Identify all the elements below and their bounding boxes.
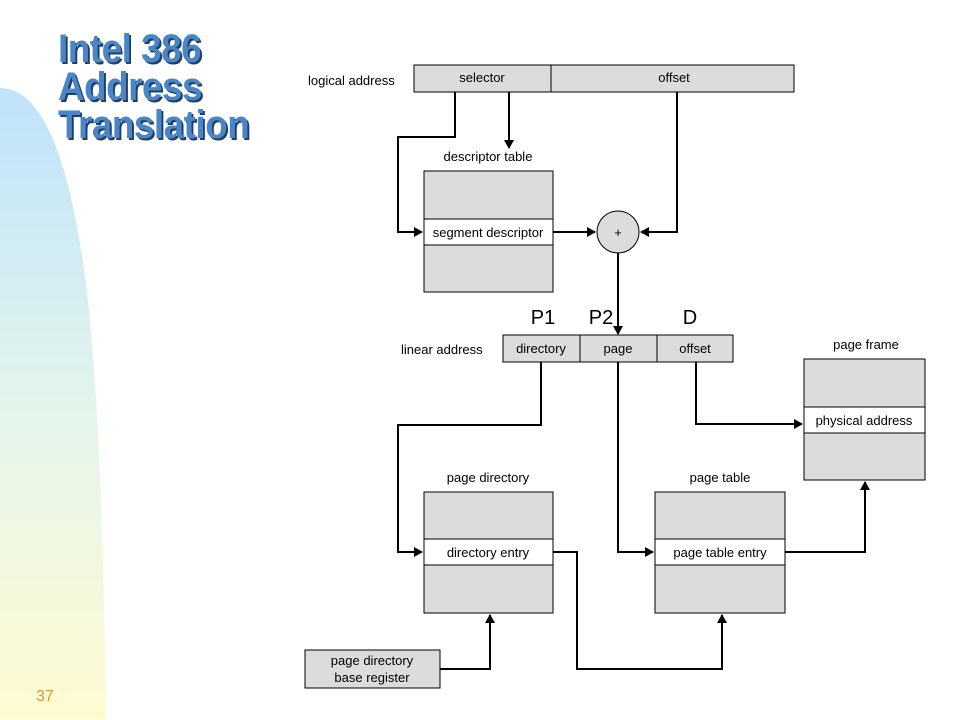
page-directory-base-register — [304, 649, 441, 689]
logical-address-label: logical address — [308, 73, 395, 88]
page-frame-label: page frame — [833, 337, 899, 352]
pdbr-to-page-directory-arrow — [440, 614, 495, 670]
title-line-1: Intel 386 — [58, 27, 202, 71]
page-table-label: page table — [690, 470, 751, 485]
pdbr-line-1: page directory — [331, 653, 414, 668]
linear-offset-field — [656, 334, 734, 363]
page-table-entry-row — [654, 538, 786, 566]
selector-to-table-arrow — [397, 92, 456, 237]
page-label: page — [604, 341, 633, 356]
slide-title: Intel 386 Address Translation — [58, 27, 250, 147]
linear-address-label: linear address — [401, 342, 483, 357]
selector-label: selector — [459, 70, 505, 85]
logical-offset-field — [550, 64, 795, 93]
directory-entry-to-page-table-arrow — [553, 551, 727, 670]
offset-to-adder-arrow — [640, 92, 678, 237]
pdbr-line-2: base register — [334, 670, 410, 685]
page-to-page-table-arrow — [617, 362, 654, 557]
offset-to-physical-arrow — [695, 362, 803, 429]
directory-to-page-directory-arrow — [397, 362, 542, 557]
adder-symbol: + — [614, 225, 622, 240]
segment-descriptor-label: segment descriptor — [433, 225, 544, 240]
directory-label: directory — [516, 341, 566, 356]
page-table-entry-to-frame-arrow — [785, 481, 870, 553]
linear-offset-label: offset — [679, 341, 711, 356]
descriptor-table-label: descriptor table — [444, 149, 533, 164]
physical-address-row — [803, 406, 926, 434]
title-line-3: Translation — [58, 103, 250, 147]
d-label: D — [683, 307, 697, 329]
slide-number: 37 — [36, 688, 54, 705]
page-directory-label: page directory — [447, 470, 530, 485]
logical-offset-label: offset — [658, 70, 690, 85]
title-line-2: Address — [58, 65, 203, 109]
physical-address-label: physical address — [816, 413, 913, 428]
p2-label: P2 — [589, 307, 613, 329]
directory-entry-row — [423, 538, 554, 566]
page-table-entry-label: page table entry — [673, 545, 767, 560]
p1-label: P1 — [531, 307, 555, 329]
directory-entry-label: directory entry — [447, 545, 530, 560]
selector-field — [413, 64, 552, 93]
